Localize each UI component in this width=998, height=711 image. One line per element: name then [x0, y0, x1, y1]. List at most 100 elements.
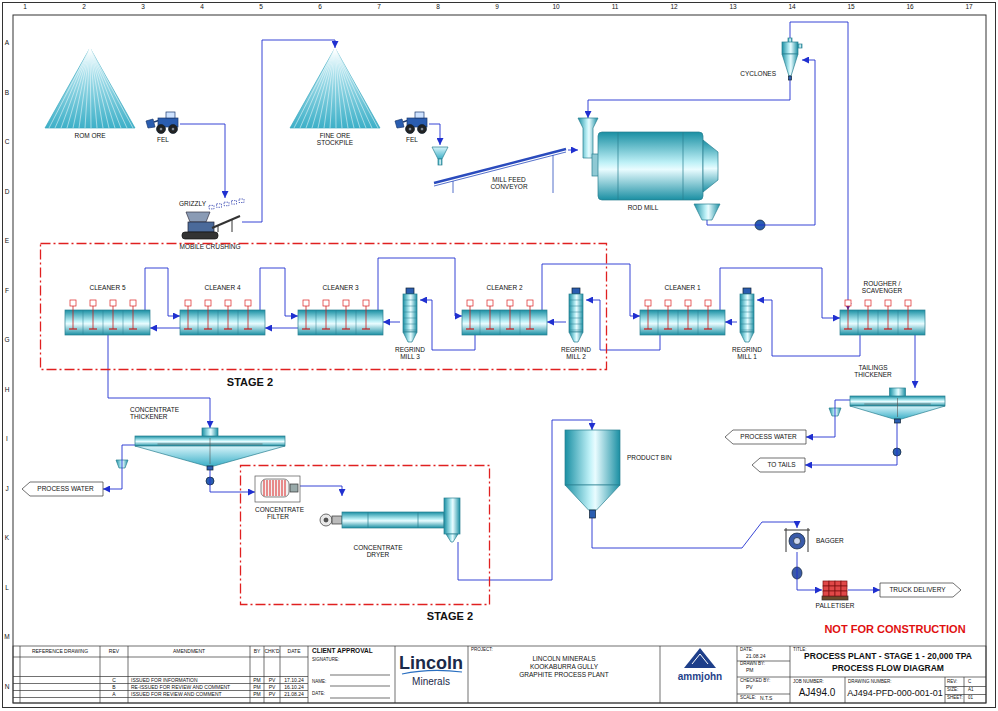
title-block-text: Lincoln — [399, 654, 463, 672]
title-block-text: C — [112, 678, 116, 683]
title-block-text: CHK'D — [264, 649, 279, 654]
grid-number: 11 — [612, 4, 619, 11]
flow-line — [300, 486, 342, 496]
flotation-cell: CLEANER 5 — [65, 310, 150, 335]
flotation-cell-shape — [180, 310, 265, 335]
title-block-text: AJ494-PFD-000-001-01 — [847, 689, 943, 698]
title-block-text: DRAWING NUMBER: — [848, 680, 892, 685]
title-block-text: SIZE: — [947, 688, 958, 693]
grid-number: 7 — [377, 4, 381, 11]
flotation-cell: ROUGHER / SCAVENGER — [840, 310, 925, 335]
grid-letter: D — [5, 189, 10, 196]
outer-border — [3, 3, 996, 708]
rod-mill: ROD MILL — [578, 118, 728, 228]
ore-stockpile: FINE ORE STOCKPILE — [290, 48, 380, 128]
equipment-label: PALLETISER — [812, 602, 858, 609]
equipment-label: CLEANER 2 — [462, 284, 547, 291]
title-block-text: REV — [109, 649, 119, 654]
title-block-text: A — [112, 692, 115, 697]
flow-line — [108, 335, 210, 428]
title-block-text: 21.08.24 — [746, 654, 765, 659]
status-stamp: NOT FOR CONSTRUCTION — [824, 624, 965, 635]
grid-letter: E — [5, 238, 9, 245]
grid-letter: G — [4, 337, 9, 344]
flotation-cell: CLEANER 4 — [180, 310, 265, 335]
mobile-crusher-shape — [178, 212, 242, 240]
equipment-label: FEL — [392, 136, 432, 143]
thickener: CONCENTRATE THICKENER — [135, 428, 285, 470]
grid-letter: H — [5, 387, 10, 394]
thickener-shape — [135, 428, 285, 470]
thickener: TAILINGS THICKENER — [850, 388, 945, 423]
grid-letter: L — [5, 585, 9, 592]
cyclone-cluster: CYCLONES — [778, 38, 802, 80]
flow-line — [180, 124, 225, 198]
regrind-mill: REGRIND MILL 3 — [400, 288, 420, 343]
rotary-dryer-shape — [318, 496, 466, 542]
title-block-text: B — [112, 685, 115, 690]
stage-label: STAGE 2 — [220, 376, 280, 389]
regrind-mill: REGRIND MILL 1 — [737, 288, 757, 343]
drum-filter: CONCENTRATE FILTER — [255, 476, 300, 502]
equipment-label: REGRIND MILL 2 — [559, 346, 593, 361]
flow-line — [383, 322, 400, 323]
grid-letter: A — [5, 40, 9, 47]
title-block-text: PV — [269, 685, 276, 690]
title-block-lines — [13, 646, 986, 703]
equipment-label: TAILINGS THICKENER — [850, 364, 896, 379]
stage-boundary: STAGE 2CLEANER 5CLEANER 4CLEANER 3REGRIN… — [40, 243, 607, 370]
grid-number: 3 — [141, 4, 145, 11]
stream-tag: TO TAILS — [752, 458, 805, 472]
flow-line — [806, 400, 850, 437]
title-block-text: 01 — [968, 696, 973, 701]
front-end-loader-shape — [395, 112, 429, 134]
equipment-label: CLEANER 1 — [640, 284, 725, 291]
flow-line — [728, 60, 815, 225]
grid-letter: K — [5, 535, 9, 542]
equipment-label: ROM ORE — [45, 132, 135, 139]
title-block-text: PROCESS FLOW DIAGRAM — [832, 664, 944, 673]
grid-number: 1 — [23, 4, 27, 11]
flow-line — [260, 268, 298, 316]
flotation-cell-shape — [462, 310, 547, 335]
company-logo — [692, 654, 708, 664]
company-logo — [684, 648, 716, 668]
title-block-text: PROCESS PLANT - STAGE 1 - 20,000 TPA — [804, 652, 972, 661]
equipment-label: FEL — [143, 136, 183, 143]
title-block-text: PM — [253, 692, 261, 697]
stage-boundary: STAGE 2CONCENTRATE FILTERCONCENTRATE DRY… — [240, 465, 490, 605]
title-block-text: PM — [253, 685, 261, 690]
grid-letter: N — [5, 684, 10, 691]
product-bin-shape — [565, 430, 620, 518]
equipment-label: PRODUCT BIN — [627, 454, 687, 461]
title-block-text: NAME: — [312, 680, 326, 685]
stream-tag: TRUCK DELIVERY — [880, 583, 961, 597]
ore-stockpile: ROM ORE — [45, 48, 135, 128]
equipment-label: CLEANER 4 — [180, 284, 265, 291]
flow-line — [797, 552, 822, 590]
title-block-text: CHECKED BY: — [740, 679, 770, 684]
stage-label: STAGE 2 — [420, 610, 480, 623]
title-block-text: BY — [254, 649, 261, 654]
title-block-text: PM — [746, 668, 754, 673]
title-block-text: AJ494.0 — [799, 688, 836, 698]
grid-letter: M — [4, 634, 9, 641]
grid-number: 12 — [670, 4, 677, 11]
flow-line — [725, 322, 737, 323]
grid-letter: I — [6, 436, 8, 443]
thickener-shape — [850, 388, 945, 423]
title-block-text: PV — [269, 692, 276, 697]
rotary-dryer: CONCENTRATE DRYER — [318, 496, 466, 542]
flow-line — [242, 40, 335, 222]
equipment-label: ROD MILL — [618, 204, 668, 211]
grid-number: 5 — [259, 4, 263, 11]
title-block-text: PV — [269, 678, 276, 683]
title-block-text: REFERENCE DRAWING — [32, 649, 88, 654]
flotation-cell-shape — [640, 310, 725, 335]
cyclone-cluster-shape — [778, 38, 802, 80]
stream-tag: PROCESS WATER — [725, 430, 806, 444]
bagging-machine: BAGGER — [784, 528, 810, 552]
title-block-text: PM — [253, 678, 261, 683]
regrind-mill-shape — [566, 288, 586, 343]
equipment-label: CONCENTRATE FILTER — [255, 506, 301, 521]
